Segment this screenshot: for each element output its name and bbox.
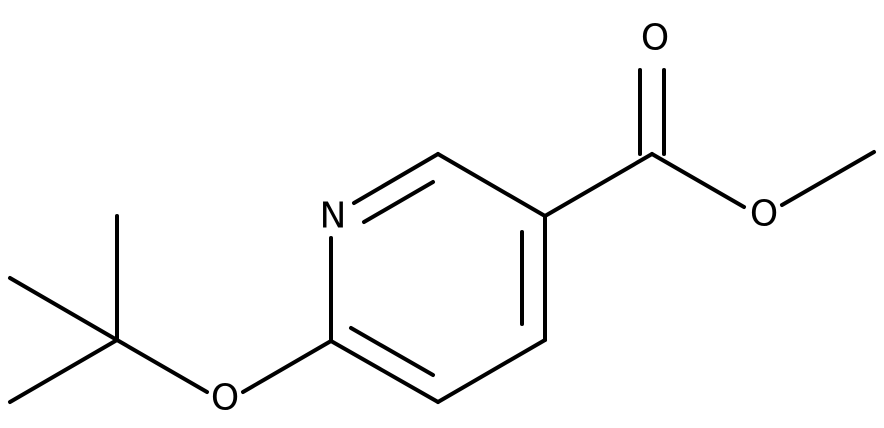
atom-ester-oxygen-label: O bbox=[750, 194, 778, 235]
atom-ether-oxygen-label: O bbox=[211, 378, 239, 419]
atom-nitrogen-label: N bbox=[320, 196, 347, 237]
bond-tbu-c-o bbox=[115, 338, 209, 394]
bond-tbu-c-methyl-left-upper bbox=[8, 276, 119, 342]
bond-ester-o-methyl bbox=[780, 150, 876, 207]
bond-c3-carbonyl-c bbox=[543, 152, 654, 218]
bond-c2-c3 bbox=[436, 152, 547, 218]
bond-o-ring-c6 bbox=[241, 339, 333, 394]
bond-c4-c5 bbox=[436, 338, 547, 404]
bond-tbu-c-methyl-left-lower bbox=[8, 338, 119, 404]
bond-n1-c2 bbox=[352, 152, 440, 205]
atom-carbonyl-oxygen-label: O bbox=[641, 18, 669, 59]
bond-c5-c6-double bbox=[349, 326, 435, 377]
bond-c5-c6 bbox=[329, 339, 440, 404]
bond-n1-c2-double bbox=[362, 180, 435, 224]
bond-carbonyl-c-ester-o bbox=[650, 152, 746, 209]
